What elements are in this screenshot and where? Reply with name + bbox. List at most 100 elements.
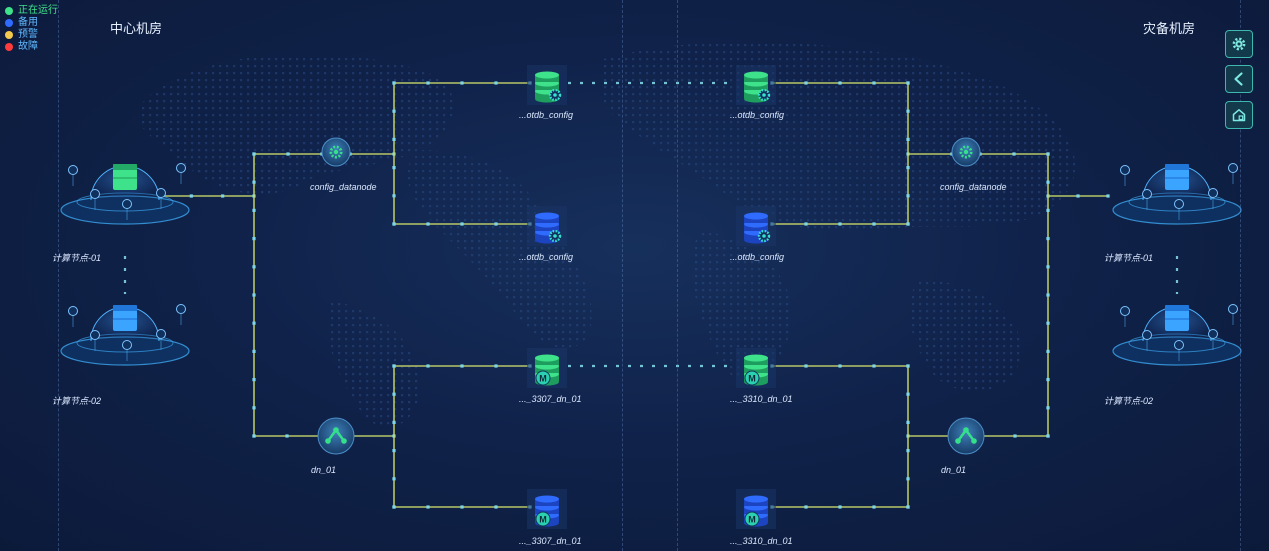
- db-layer: [744, 495, 768, 503]
- legend-dot: [5, 43, 13, 51]
- room-title-backup: 灾备机房: [1143, 21, 1196, 36]
- small-device-icon: [1208, 188, 1218, 198]
- world-map-background: [137, 41, 1076, 428]
- gear-icon: [959, 145, 973, 159]
- server-box: [113, 164, 137, 190]
- settings-button[interactable]: [1225, 30, 1253, 58]
- link-bead: [1013, 434, 1017, 438]
- link-bead: [392, 505, 396, 509]
- db-label: ..._3307_dn_01: [519, 536, 582, 546]
- link-bead: [252, 434, 256, 438]
- small-device-icon: [1208, 329, 1218, 339]
- link-bead: [494, 505, 498, 509]
- compute-node-label: 计算节点-02: [1104, 396, 1154, 406]
- network-node: [963, 427, 969, 433]
- small-device-icon: [68, 165, 78, 175]
- link-bead: [1046, 321, 1050, 325]
- server-box: [113, 305, 137, 331]
- link-bead: [906, 364, 910, 368]
- db-layer: [535, 495, 559, 503]
- link-bead: [460, 222, 464, 226]
- link-bead: [906, 505, 910, 509]
- legend-item-fault: 故障: [5, 41, 58, 53]
- hub-circle: [947, 417, 985, 455]
- network-hub: [947, 417, 985, 455]
- network-node: [333, 427, 339, 433]
- network-hub: [317, 417, 355, 455]
- compute-node-label: 计算节点-01: [1104, 253, 1154, 263]
- small-device-icon: [1228, 163, 1238, 173]
- link-bead: [252, 378, 256, 382]
- small-device-icon: [176, 304, 186, 314]
- legend-item-standby: 备用: [5, 17, 58, 29]
- server-box: [1165, 305, 1189, 331]
- database-node: [736, 65, 776, 105]
- m-badge-text: M: [539, 374, 547, 384]
- server-stripe: [113, 164, 137, 170]
- small-device-icon: [122, 199, 132, 209]
- gear-center: [553, 234, 557, 238]
- link-bead: [872, 364, 876, 368]
- link-bead: [1046, 349, 1050, 353]
- home-icon: [1232, 109, 1246, 122]
- compute-node: [1112, 163, 1242, 225]
- link-bead: [906, 194, 910, 198]
- link-bead: [460, 81, 464, 85]
- link-bead: [1046, 180, 1050, 184]
- db-layer: [744, 71, 768, 79]
- small-device-icon: [90, 330, 100, 340]
- link-bead: [252, 321, 256, 325]
- network-node: [341, 438, 347, 444]
- zone-divider: [58, 0, 59, 551]
- db-layer: [535, 71, 559, 79]
- compute-node: [60, 163, 190, 225]
- link-bead: [906, 137, 910, 141]
- hub-label: dn_01: [311, 465, 337, 475]
- link-bead: [906, 392, 910, 396]
- gear-hub: [321, 137, 351, 167]
- link-bead: [252, 349, 256, 353]
- link-bead: [1046, 293, 1050, 297]
- link-bead: [392, 166, 396, 170]
- network-node: [325, 438, 331, 444]
- status-legend: 正在运行 备用 预警 故障: [5, 5, 58, 53]
- db-label: ...otdb_config: [519, 252, 574, 262]
- link-bead: [426, 505, 430, 509]
- link-bead: [804, 222, 808, 226]
- compute-node-label: 计算节点-01: [52, 253, 102, 263]
- link-bead: [392, 449, 396, 453]
- link-bead: [1046, 406, 1050, 410]
- home-button[interactable]: [1225, 101, 1253, 129]
- legend-label: 故障: [18, 41, 38, 52]
- compute-node: [60, 304, 190, 366]
- gear-icon: [1232, 37, 1246, 51]
- link-bead: [221, 194, 225, 198]
- gear-center: [333, 149, 339, 155]
- link-bead: [252, 152, 256, 156]
- hub-label: config_datanode: [310, 182, 377, 192]
- link-bead: [906, 477, 910, 481]
- room-title-center: 中心机房: [110, 21, 163, 36]
- link-bead: [872, 222, 876, 226]
- link-bead: [838, 505, 842, 509]
- small-device-icon: [1142, 330, 1152, 340]
- back-button[interactable]: [1225, 65, 1253, 93]
- link-bead: [1106, 194, 1110, 198]
- link-bead: [460, 505, 464, 509]
- db-layer: [744, 212, 768, 220]
- link-bead: [392, 194, 396, 198]
- link-bead: [906, 222, 910, 226]
- hub-circle: [317, 417, 355, 455]
- db-label: ...otdb_config: [730, 110, 785, 120]
- link-line: [253, 154, 320, 437]
- zone-divider: [622, 0, 623, 551]
- link-bead: [392, 392, 396, 396]
- link-bead: [426, 364, 430, 368]
- server-stripe: [1165, 164, 1189, 170]
- link-bead: [252, 208, 256, 212]
- link-bead: [872, 505, 876, 509]
- compute-node: [1112, 304, 1242, 366]
- gear-center: [762, 234, 766, 238]
- hub-label: dn_01: [941, 465, 967, 475]
- small-device-icon: [90, 189, 100, 199]
